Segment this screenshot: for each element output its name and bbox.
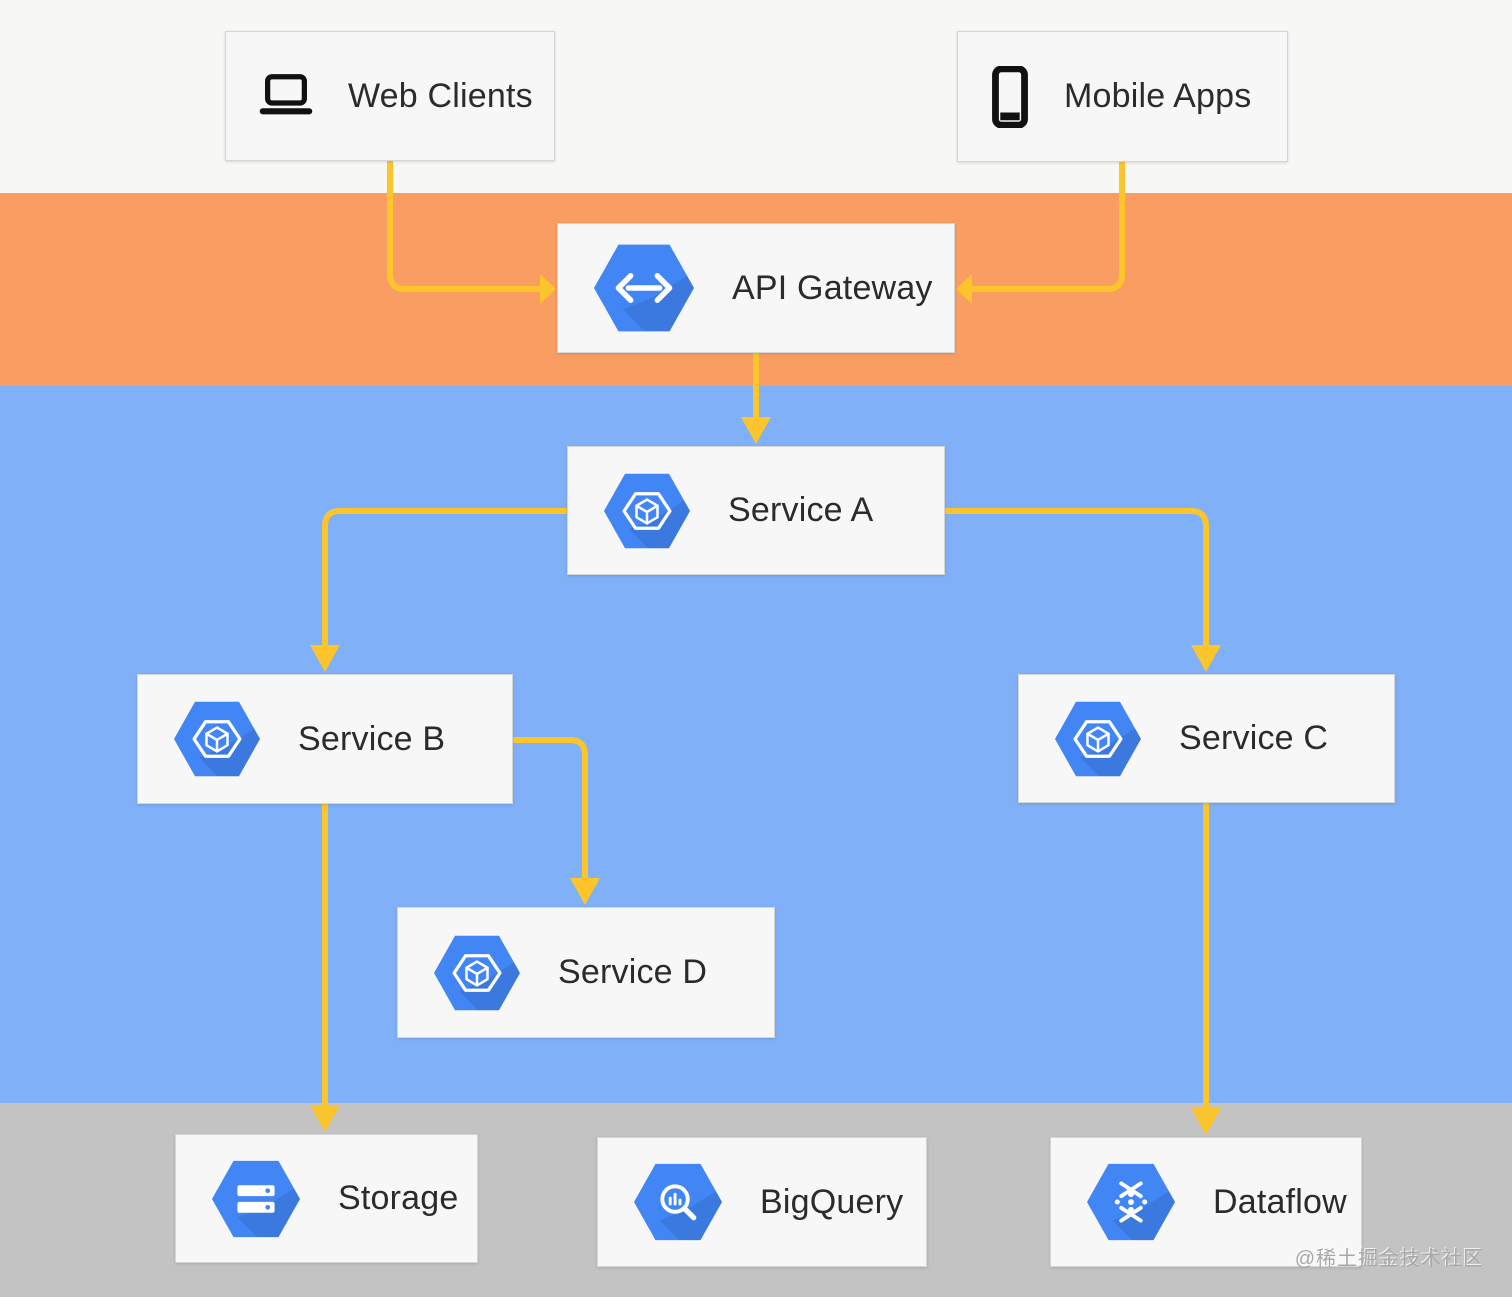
node-label: Service D: [558, 953, 708, 991]
node-label: Service A: [728, 491, 874, 529]
node-label: Mobile Apps: [1064, 77, 1252, 115]
node-storage: Storage: [175, 1134, 478, 1263]
node-api-gateway: API Gateway: [557, 223, 955, 353]
node-dataflow: Dataflow: [1050, 1137, 1362, 1267]
node-label: API Gateway: [732, 268, 933, 307]
node-web-clients: Web Clients: [225, 31, 555, 161]
node-service-a: Service A: [567, 446, 945, 575]
node-label: Service C: [1179, 719, 1329, 757]
node-label: Dataflow: [1213, 1182, 1347, 1221]
service-hexagon-icon: [174, 701, 260, 777]
smartphone-icon: [990, 65, 1030, 128]
node-bigquery: BigQuery: [597, 1137, 927, 1267]
laptop-icon: [258, 73, 314, 119]
node-service-c: Service C: [1018, 674, 1395, 803]
node-label: BigQuery: [760, 1182, 904, 1221]
node-label: Web Clients: [348, 76, 533, 115]
service-hexagon-icon: [434, 935, 520, 1011]
dataflow-hexagon-icon: [1087, 1163, 1175, 1241]
api-gateway-hexagon-icon: [594, 244, 694, 332]
service-hexagon-icon: [1055, 701, 1141, 777]
node-label: Service B: [298, 719, 446, 758]
service-hexagon-icon: [604, 473, 690, 549]
watermark: @稀土掘金技术社区: [1294, 1248, 1484, 1270]
node-label: Storage: [338, 1179, 459, 1217]
cloud-storage-hexagon-icon: [212, 1160, 300, 1238]
node-service-d: Service D: [397, 907, 775, 1038]
bigquery-hexagon-icon: [634, 1163, 722, 1241]
node-service-b: Service B: [137, 674, 513, 804]
node-mobile-apps: Mobile Apps: [957, 31, 1288, 162]
